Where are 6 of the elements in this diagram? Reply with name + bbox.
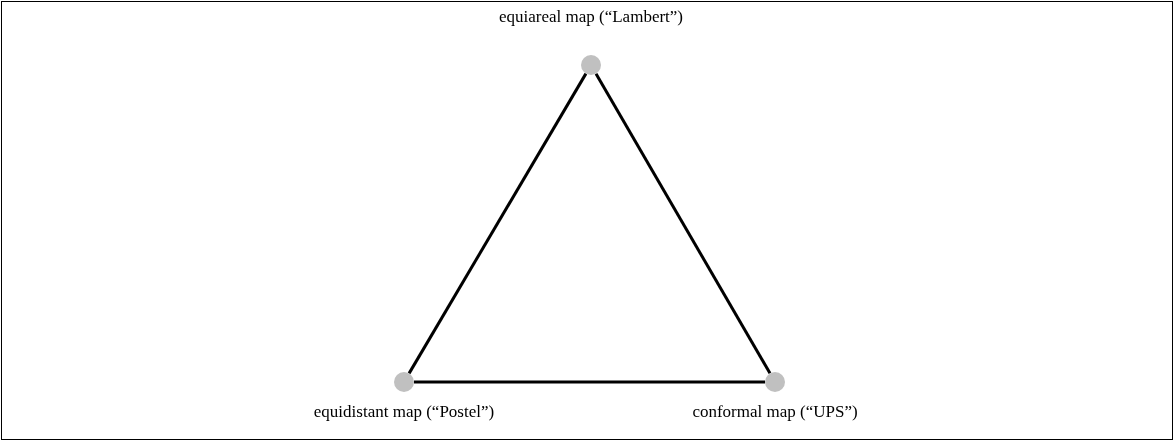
vertex-label: conformal map (“UPS”): [692, 402, 858, 422]
connector-line: [407, 72, 588, 375]
vertex-label: equidistant map (“Postel”): [313, 402, 495, 422]
connector-line: [594, 72, 772, 375]
connector-line: [414, 380, 765, 384]
vertex-label: equiareal map (“Lambert”): [498, 7, 684, 27]
